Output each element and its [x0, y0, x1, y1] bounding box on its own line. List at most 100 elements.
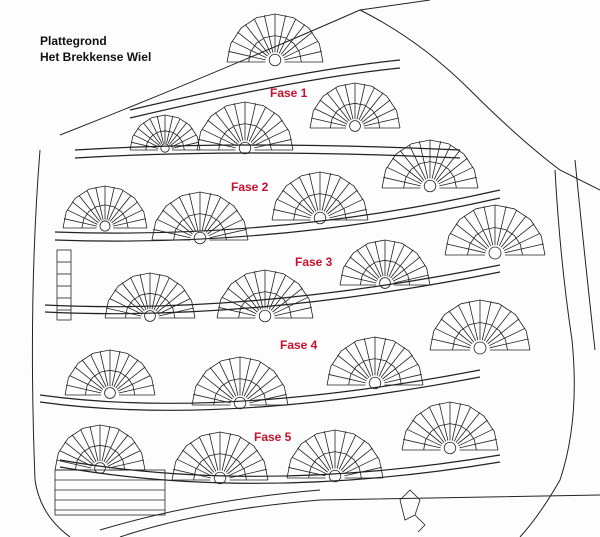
cluster-court	[160, 143, 170, 153]
dwelling-divider	[319, 99, 349, 123]
road-4	[39, 369, 481, 404]
dwelling-divider	[328, 373, 366, 384]
dwelling-divider	[391, 256, 421, 280]
dwelling-divider	[176, 458, 212, 477]
phase-label-1: Fase 1	[270, 86, 308, 100]
dwelling-divider	[248, 106, 267, 142]
dwelling-divider	[383, 176, 421, 187]
dwelling-divider	[156, 218, 192, 237]
dwelling-divider	[403, 438, 441, 449]
dwelling-divider	[341, 274, 377, 284]
dwelling-divider	[189, 442, 215, 473]
cluster-court	[349, 120, 361, 132]
dwelling-divider	[169, 122, 188, 145]
dwelling-divider	[137, 127, 160, 146]
dwelling-divider	[451, 403, 462, 441]
dwelling-divider	[113, 354, 130, 388]
dwelling-divider	[69, 375, 103, 392]
dwelling-divider	[130, 141, 159, 149]
dwelling-divider	[118, 384, 154, 394]
dwelling-divider	[468, 301, 479, 341]
dwelling-divider	[233, 103, 244, 141]
map-title-line2: Het Brekkense Wiel	[40, 50, 152, 64]
dwelling-divider	[378, 341, 397, 377]
dwelling-divider	[392, 265, 426, 282]
phase-label-3: Fase 3	[295, 255, 333, 269]
road-1	[74, 144, 461, 151]
dwelling-divider	[249, 393, 287, 404]
dwelling-divider	[437, 157, 468, 183]
dwelling-divider	[374, 241, 384, 277]
dwelling-divider	[208, 433, 219, 471]
dwelling-divider	[386, 241, 396, 277]
dwelling-divider	[356, 249, 380, 279]
dwelling-divider	[151, 274, 161, 310]
dwelling-divider	[81, 359, 105, 389]
housing-cluster	[339, 239, 431, 289]
road-3b	[44, 271, 501, 315]
building-southeast	[399, 489, 426, 533]
dwelling-divider	[455, 223, 488, 250]
dwelling-divider	[428, 406, 447, 442]
dwelling-divider	[207, 209, 238, 235]
dwelling-divider	[101, 426, 111, 462]
cluster-court	[379, 277, 391, 289]
dwelling-divider	[331, 363, 367, 382]
dwelling-divider	[162, 209, 193, 235]
dwelling-divider	[173, 468, 211, 479]
dwelling-divider	[329, 208, 367, 219]
dwelling-divider	[218, 306, 256, 317]
dwelling-divider	[488, 327, 526, 347]
dwelling-divider	[86, 190, 102, 221]
dwelling-divider	[106, 441, 136, 465]
map-title-line1: Plattegrond	[40, 34, 107, 48]
dwelling-divider	[457, 304, 477, 342]
housing-cluster	[54, 424, 146, 474]
site-boundary	[59, 0, 600, 191]
cluster-court	[443, 441, 457, 455]
dwelling-divider	[228, 358, 239, 396]
dwelling-divider	[276, 198, 312, 217]
cluster-court	[94, 462, 106, 474]
dwelling-divider	[244, 24, 270, 55]
dwelling-divider	[201, 128, 237, 147]
dwelling-divider	[365, 244, 382, 278]
housing-cluster	[216, 269, 314, 323]
dwelling-divider	[250, 112, 276, 143]
dwelling-divider	[106, 307, 142, 317]
dwelling-divider	[500, 215, 527, 248]
dwelling-divider	[106, 187, 115, 220]
dwelling-divider	[463, 215, 490, 248]
dwelling-divider	[268, 274, 287, 310]
dwelling-divider	[283, 40, 319, 59]
dwelling-divider	[353, 341, 372, 377]
dwelling-divider	[440, 318, 473, 345]
dwelling-divider	[297, 447, 328, 473]
dwelling-divider	[209, 228, 247, 239]
dwelling-divider	[449, 232, 487, 252]
dwelling-divider	[288, 466, 326, 477]
dwelling-divider	[344, 265, 378, 282]
dwelling-divider	[228, 50, 266, 61]
dwelling-divider	[66, 384, 102, 394]
cluster-court	[423, 179, 437, 193]
dwelling-divider	[202, 374, 233, 400]
dwelling-divider	[412, 419, 443, 445]
dwelling-divider	[227, 287, 258, 313]
dwelling-divider	[90, 354, 107, 388]
dwelling-divider	[446, 243, 486, 254]
dwelling-divider	[418, 141, 429, 179]
dwelling-divider	[431, 141, 442, 179]
dwelling-divider	[243, 361, 262, 397]
dwelling-divider	[149, 118, 163, 144]
dwelling-divider	[273, 208, 311, 219]
dwelling-divider	[363, 338, 374, 376]
dwelling-divider	[188, 193, 199, 231]
dwelling-divider	[95, 187, 104, 220]
road-2b	[54, 197, 501, 242]
dwelling-divider	[321, 173, 332, 211]
housing-cluster	[196, 101, 294, 155]
housing-cluster	[62, 185, 148, 232]
dwelling-divider	[337, 354, 368, 380]
dwelling-divider	[434, 327, 472, 347]
